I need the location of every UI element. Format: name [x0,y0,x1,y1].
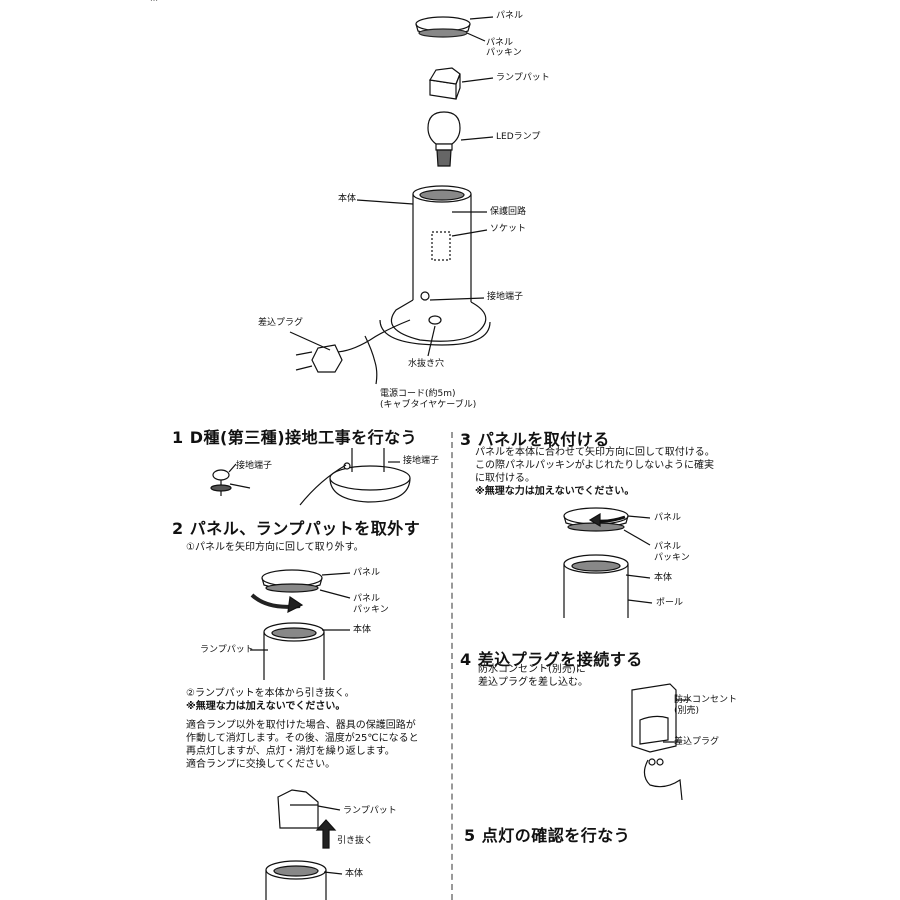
step2-note2: 作動して消灯します。その後、温度が25℃になると [186,733,419,744]
label-panel-packing-1: パネル [486,38,514,48]
step3-line1: パネルを本体に合わせて矢印方向に回して取付ける。 [475,447,715,458]
step4-line1: 防水コンセント(別売)に [478,664,586,675]
step2-label-body: 本体 [353,625,372,635]
lamp-pad-drawing [429,67,494,100]
step2-body-drawing [250,622,350,680]
step2-lamp-pad-drawing [265,789,343,900]
step2-label-lamp-pad: ランプパット [200,645,254,655]
label-plug: 差込プラグ [258,318,304,328]
label-cord-1: 電源コード(約5m) [380,389,456,399]
step3-label-panel: パネル [654,513,682,523]
ground-screw-drawing [210,463,251,496]
step3-label-pole: ポール [656,598,684,608]
step4-label-outlet-1: 防水コンセント [674,695,738,705]
step3-line3: に取付ける。 [475,473,535,484]
step3-panel-drawing [563,507,651,546]
step3-title: 3 パネルを取付ける [460,430,610,449]
step2-label-panel-packing-1: パネル [353,594,381,604]
step2-panel-drawing [250,569,351,614]
step5-title: 5 点灯の確認を行なう [464,826,631,845]
step3-warning: ※無理な力は加えないでください。 [475,486,635,497]
outlet-drawing [631,683,690,801]
led-lamp-drawing [427,111,494,167]
label-drain-hole: 水抜き穴 [408,359,445,369]
step3-body-drawing [563,554,653,618]
label-body: 本体 [338,194,357,204]
column-divider [451,432,453,900]
ground-base-drawing [299,448,411,506]
panel-drawing [415,16,494,42]
step4-label-outlet-2: (別売) [674,706,700,716]
step4-title: 4 差込プラグを接続する [460,650,643,669]
label-ground-terminal: 接地端子 [487,292,524,302]
label-lamp-pad: ランプパット [496,73,550,83]
step2-label-lamp-pad-b: ランプパット [343,806,397,816]
step2-note3: 再点灯しますが、点灯・消灯を繰り返します。 [186,746,395,757]
label-socket: ソケット [490,224,527,234]
pole-drawing [356,185,491,357]
step3-label-panel-packing-2: パッキン [654,553,690,563]
step2-label-panel: パネル [353,568,381,578]
step2-note1: 適合ランプ以外を取付けた場合、器具の保護回路が [186,720,416,731]
step3-line2: この際パネルパッキンがよじれたりしないように確実 [475,460,714,471]
step4-label-plug: 差込プラグ [674,737,720,747]
step1-ground-terminal-b: 接地端子 [403,456,440,466]
top-note: … [150,0,158,3]
label-panel: パネル [496,11,524,21]
step1-title: 1 D種(第三種)接地工事を行なう [172,428,418,447]
step2-label-pull-out: 引き抜く [337,836,374,846]
step2-title: 2 パネル、ランプパットを取外す [172,519,421,538]
step2-line2: ②ランプパットを本体から引き抜く。 [186,688,355,699]
step4-line2: 差込プラグを差し込む。 [478,677,588,688]
step2-line1: ①パネルを矢印方向に回して取り外す。 [186,542,364,553]
step2-warning: ※無理な力は加えないでください。 [186,701,346,712]
label-protection-circuit: 保護回路 [490,207,527,217]
step2-note4: 適合ランプに交換してください。 [186,759,336,770]
cord-drawing [289,319,411,385]
label-panel-packing-2: パッキン [486,48,522,58]
step3-label-panel-packing-1: パネル [654,542,682,552]
step3-label-body: 本体 [654,573,673,583]
label-led-lamp: LEDランプ [496,132,541,142]
label-cord-2: (キャブタイヤケーブル) [380,400,477,410]
step1-ground-terminal-a: 接地端子 [236,461,273,471]
step2-label-body-b: 本体 [345,869,364,879]
step2-label-panel-packing-2: パッキン [353,605,389,615]
